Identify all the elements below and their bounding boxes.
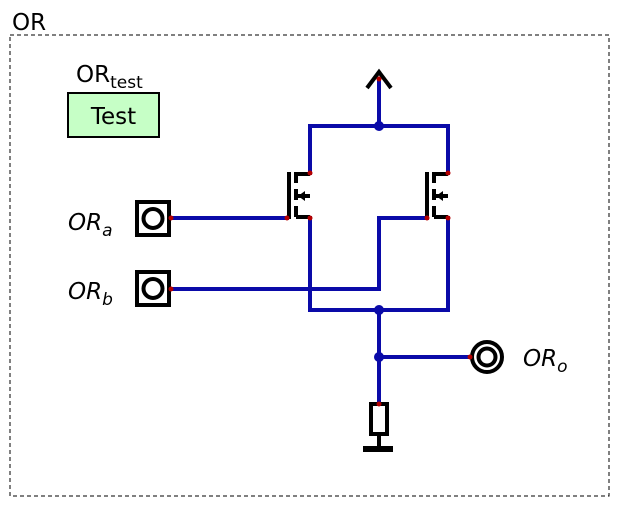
output-label-main: OR	[523, 346, 557, 372]
output-label-sub: o	[557, 357, 567, 377]
pin-a-drain	[307, 170, 313, 176]
pin-b-gate	[424, 215, 430, 221]
pin-resistor	[376, 401, 382, 407]
input-b: ORb	[68, 270, 171, 310]
supply-arrow-icon	[365, 68, 393, 90]
input-b-switch[interactable]	[135, 270, 171, 307]
input-a-switch[interactable]	[135, 200, 171, 237]
test-button[interactable]: Test	[67, 92, 160, 138]
input-a-label-main: OR	[68, 210, 102, 236]
transistor-b	[425, 172, 448, 219]
junctions	[374, 121, 384, 362]
pin-supply	[376, 76, 382, 82]
pulldown-resistor	[369, 402, 389, 449]
pin-output	[467, 354, 473, 360]
module-title: OR	[12, 10, 46, 36]
input-b-label-main: OR	[68, 279, 102, 305]
test-label-main: OR	[76, 62, 110, 88]
input-b-label-sub: b	[102, 290, 113, 310]
pin-input-a	[168, 215, 174, 221]
pin-b-source	[445, 215, 451, 221]
test-control: ORtest Test	[67, 62, 160, 138]
junction-top	[374, 121, 384, 131]
input-a-label-sub: a	[102, 221, 112, 241]
module-boundary	[9, 34, 610, 497]
output-indicator	[470, 340, 504, 374]
pin-a-gate	[284, 215, 290, 221]
pin-markers	[168, 76, 473, 407]
wire-input-b	[170, 216, 429, 291]
input-b-label: ORb	[68, 279, 113, 310]
pin-a-source	[307, 215, 313, 221]
pin-input-b	[168, 286, 174, 292]
test-label: ORtest	[76, 62, 143, 93]
test-label-sub: test	[110, 73, 143, 93]
junction-output	[374, 352, 384, 362]
junction-bottom	[374, 305, 384, 315]
test-button-label: Test	[90, 104, 136, 130]
wires	[170, 77, 472, 406]
pin-b-drain	[445, 170, 451, 176]
transistor-a	[287, 172, 310, 219]
output-label: ORo	[523, 346, 568, 377]
input-a: ORa	[68, 200, 171, 241]
input-a-label: ORa	[68, 210, 113, 241]
